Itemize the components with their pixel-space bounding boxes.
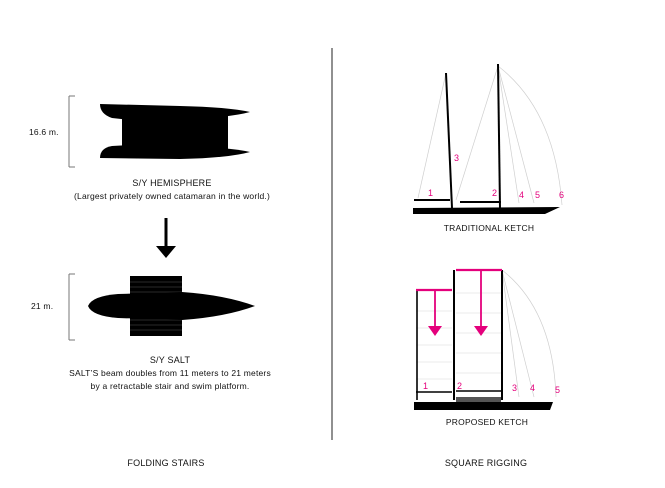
salt-dimension-label: 21 m.	[31, 301, 54, 311]
proposed-sail-number: 3	[512, 383, 517, 393]
proposed-sail-number: 1	[423, 381, 428, 391]
traditional-ketch-label: TRADITIONAL KETCH	[443, 223, 535, 233]
traditional-sail-number: 6	[559, 190, 564, 200]
hemisphere-dimension-label: 16.6 m.	[29, 127, 59, 137]
proposed-ketch-drawing	[414, 268, 557, 410]
proposed-sail-number: 2	[457, 381, 462, 391]
transform-arrow-down	[156, 218, 176, 258]
proposed-ketch-label: PROPOSED KETCH	[445, 417, 529, 427]
traditional-sail-number: 2	[492, 188, 497, 198]
salt-caption-line1: SALT’S beam doubles from 11 meters to 21…	[69, 368, 271, 378]
hemisphere-caption: (Largest privately owned catamaran in th…	[74, 191, 270, 201]
hemisphere-dimension-bracket	[68, 95, 75, 168]
square-rigging-label: SQUARE RIGGING	[444, 458, 528, 468]
salt-title: S/Y SALT	[149, 355, 191, 365]
salt-dimension-bracket	[68, 273, 75, 341]
salt-caption-line2: by a retractable stair and swim platform…	[90, 381, 250, 391]
traditional-sail-number: 1	[428, 188, 433, 198]
salt-yacht-plan	[88, 276, 255, 336]
proposed-sail-number: 4	[530, 383, 535, 393]
folding-stairs-label: FOLDING STAIRS	[127, 458, 205, 468]
traditional-sail-number: 3	[454, 153, 459, 163]
traditional-ketch-drawing	[413, 63, 563, 214]
hemisphere-catamaran-plan	[100, 104, 250, 159]
traditional-sail-number: 4	[519, 190, 524, 200]
proposed-sail-number: 5	[555, 385, 560, 395]
traditional-sail-number: 5	[535, 190, 540, 200]
hemisphere-title: S/Y HEMISPHERE	[132, 178, 212, 188]
